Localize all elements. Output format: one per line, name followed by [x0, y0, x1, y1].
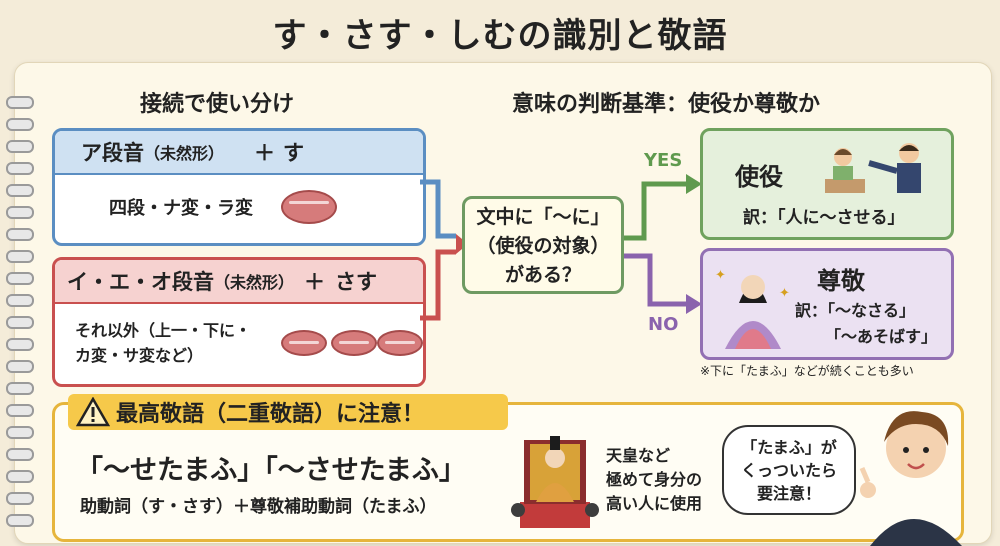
warning-heading-text: 最高敬語（二重敬語）に注意！	[116, 402, 425, 427]
lips-icon	[331, 330, 377, 356]
page-title: す・さす・しむの識別と敬語	[272, 16, 728, 56]
honorific-translation-2: 「〜あそばす」	[825, 327, 938, 346]
bubble-line-3: 要注意！	[756, 484, 821, 503]
causative-box: 使役 訳：「人に〜させる」	[700, 128, 954, 240]
question-line-2: （使役の対象）	[476, 235, 610, 257]
yes-label: YES	[644, 150, 683, 171]
other-dan-connection-box: イ・エ・オ段音 （未然形） ＋ さす それ以外（上一・下に・ カ変・サ変など）	[52, 257, 426, 387]
causative-translation: 訳：「人に〜させる」	[743, 208, 905, 228]
no-arrowhead	[686, 294, 702, 314]
question-box: 文中に「〜に」 （使役の対象） がある？	[462, 196, 624, 294]
other-dan-verb-types-1: それ以外（上一・下に・	[75, 321, 252, 340]
blue-connector	[420, 179, 456, 239]
noblewoman-illustration: ✦ ✦	[715, 268, 790, 349]
left-section-heading: 接続で使い分け	[140, 92, 295, 117]
emperor-illustration	[511, 436, 599, 528]
su-label: す	[283, 141, 305, 165]
a-dan-paren: （未然形）	[144, 144, 225, 163]
bubble-line-1: 「たまふ」が	[741, 438, 837, 457]
question-line-1: 文中に「〜に」	[476, 206, 610, 228]
sasu-label: さす	[335, 270, 378, 294]
a-dan-verb-types: 四段・ナ変・ラ変	[109, 198, 253, 219]
no-label: NO	[648, 314, 679, 335]
honorific-translation-1: 訳：「〜なさる」	[795, 301, 916, 320]
warning-icon	[76, 397, 110, 427]
honorific-box: ✦ ✦ 尊敬 訳：「〜なさる」 「〜あそばす」	[700, 248, 954, 360]
lips-icon	[281, 330, 327, 356]
teacher-student-illustration	[825, 143, 921, 193]
no-connector	[624, 253, 688, 307]
plus-sign: ＋	[304, 270, 326, 294]
plus-sign: ＋	[254, 141, 276, 165]
a-dan-header: ア段音 （未然形） ＋ す	[55, 131, 423, 175]
right-section-heading: 意味の判断基準：使役か尊敬か	[512, 92, 821, 117]
usage-line-2: 極めて身分の	[606, 470, 703, 489]
svg-text:✦: ✦	[779, 286, 790, 301]
other-dan-paren: （未然形）	[214, 273, 295, 292]
usage-note: 天皇など 極めて身分の 高い人に使用	[606, 444, 702, 516]
usage-line-1: 天皇など	[606, 446, 671, 465]
other-dan-header: イ・エ・オ段音 （未然形） ＋ さす	[55, 260, 423, 304]
question-line-3: がある？	[504, 264, 581, 286]
other-dan-label: イ・エ・オ段音	[67, 270, 214, 294]
bubble-line-2: くっついたら	[740, 461, 837, 480]
lips-icon	[281, 190, 337, 224]
double-honorific-phrase: 「〜せたまふ」「〜させたまふ」	[76, 455, 466, 486]
other-dan-verb-types-2: カ変・サ変など）	[75, 346, 204, 365]
speech-bubble: 「たまふ」が くっついたら 要注意！	[722, 425, 856, 515]
a-dan-label: ア段音	[81, 141, 144, 165]
warning-header: 最高敬語（二重敬語）に注意！	[68, 394, 508, 430]
double-honorific-explanation: 助動詞（す・さす）＋尊敬補助動詞（たまふ）	[80, 497, 437, 517]
footnote: ※下に「たまふ」などが続くことも多い	[700, 364, 914, 378]
causative-title: 使役	[735, 163, 783, 191]
a-dan-connection-box: ア段音 （未然形） ＋ す 四段・ナ変・ラ変	[52, 128, 426, 246]
lips-icon	[377, 330, 423, 356]
svg-text:✦: ✦	[715, 268, 726, 283]
red-connector	[420, 249, 456, 321]
student-illustration	[859, 411, 962, 546]
honorific-title: 尊敬	[817, 267, 865, 295]
yes-connector	[624, 181, 688, 241]
usage-line-3: 高い人に使用	[606, 494, 703, 513]
yes-arrowhead	[686, 174, 702, 194]
